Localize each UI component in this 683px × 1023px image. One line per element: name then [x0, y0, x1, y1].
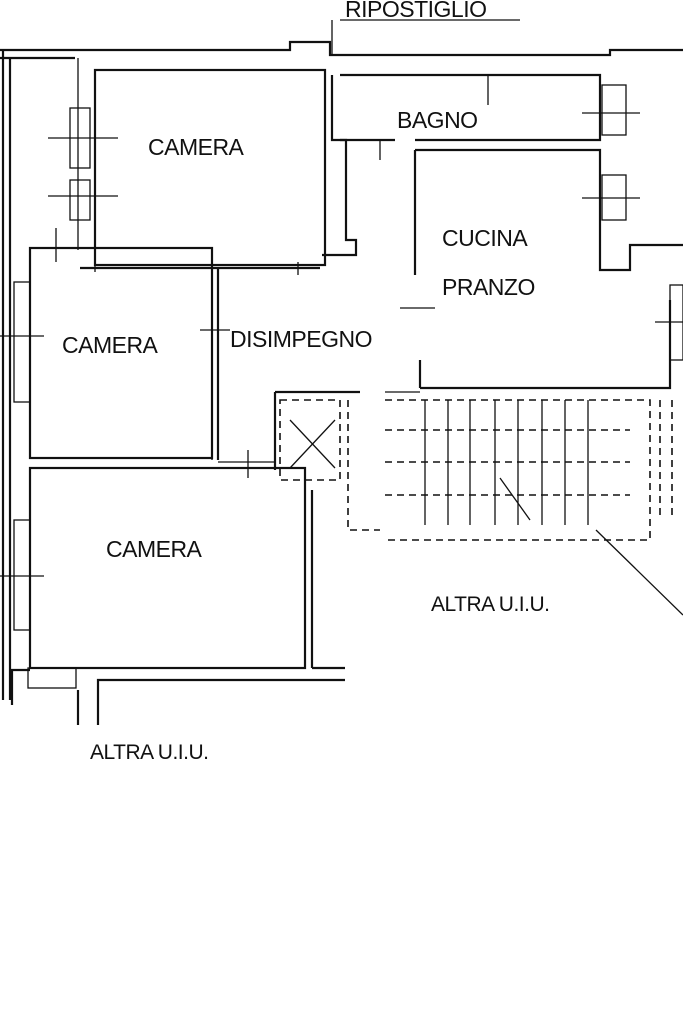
label-altra-uiu-right: ALTRA U.I.U. [431, 593, 549, 616]
label-camera-top: CAMERA [148, 134, 245, 160]
walls [0, 19, 683, 725]
label-camera-bottom: CAMERA [106, 536, 203, 562]
label-bagno: BAGNO [397, 107, 478, 133]
label-cucina: CUCINA [442, 225, 528, 251]
label-pranzo: PRANZO [442, 274, 535, 300]
openings [0, 84, 683, 689]
label-altra-uiu-bottom: ALTRA U.I.U. [90, 741, 208, 764]
stairwell [279, 399, 673, 541]
label-camera-mid: CAMERA [62, 332, 159, 358]
label-ripostiglio: RIPOSTIGLIO [345, 0, 486, 22]
label-disimpegno: DISIMPEGNO [230, 326, 372, 352]
